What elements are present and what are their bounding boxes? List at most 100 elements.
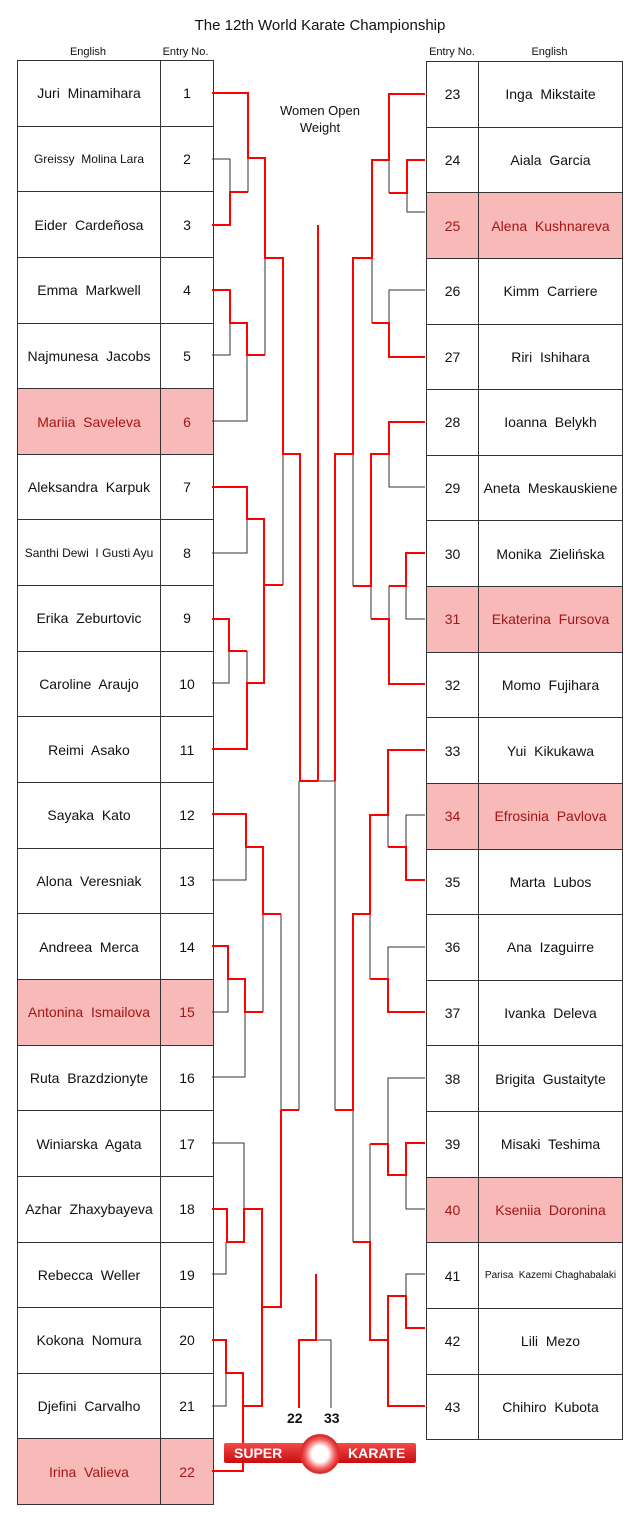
entry-number: 13 — [179, 873, 195, 889]
athlete-name: Brigita Gustaityte — [495, 1070, 606, 1087]
athlete-name: Aleksandra Karpuk — [18, 454, 161, 520]
athlete-name: Winiarska Agata — [18, 1111, 161, 1176]
entry-number: 43 — [427, 1374, 479, 1440]
entry-row: Reimi Asako 11 — [18, 717, 213, 784]
athlete-name: Greissy Molina Lara — [18, 126, 161, 192]
athlete-name: Aiala Garcia — [510, 151, 591, 168]
entry-number: 15 — [161, 979, 213, 1045]
event-line2: Weight — [299, 120, 341, 135]
right-english-header: English — [531, 46, 568, 58]
final-right-label: 33 — [324, 1410, 340, 1426]
entry-row: 28 Ioanna Belykh — [427, 390, 622, 456]
entry-number: 1 — [183, 85, 191, 102]
entry-row: Greissy Molina Lara 2 — [18, 126, 213, 193]
athlete-name: Kokona Nomura — [18, 1308, 161, 1373]
right-entry-header: Entry No. — [429, 46, 475, 58]
entry-number: 18 — [179, 1201, 195, 1218]
athlete-name: Alena Kushnareva — [479, 193, 622, 258]
athlete-name: Erika Zeburtovic — [18, 586, 161, 651]
entry-number: 25 — [427, 193, 479, 258]
athlete-name: Chihiro Kubota — [502, 1398, 599, 1415]
logo-word-right: KARATE — [348, 1445, 406, 1461]
athlete-name: Andreea Merca — [18, 914, 161, 979]
athlete-name: Irina Valieva — [18, 1439, 161, 1505]
entry-number: 37 — [427, 980, 479, 1046]
page-title: The 12th World Karate Championship — [194, 17, 446, 34]
entry-number: 16 — [179, 1069, 195, 1086]
entry-number: 11 — [179, 741, 195, 758]
entry-number: 35 — [427, 849, 479, 915]
athlete-name: Parisa Kazemi Chaghabalaki — [484, 1270, 617, 1282]
entry-number: 24 — [427, 127, 479, 193]
entry-number: 14 — [179, 938, 195, 955]
entry-row: Ruta Brazdzionyte 16 — [18, 1045, 213, 1112]
entry-number: 12 — [179, 807, 195, 824]
loser-lines — [212, 158, 425, 1408]
athlete-name: Kseniia Doronina — [479, 1177, 622, 1243]
entry-number: 21 — [179, 1398, 195, 1415]
athlete-name: Efrosinia Pavlova — [479, 783, 622, 849]
athlete-name: Ioanna Belykh — [504, 414, 597, 431]
entry-row: 43 Chihiro Kubota — [427, 1374, 622, 1441]
athlete-name: Rebecca Weller — [18, 1242, 161, 1308]
event-line1: Women Open — [280, 103, 360, 118]
athlete-name: Ana Izaguirre — [506, 939, 595, 956]
fist-icon — [300, 1434, 340, 1474]
entry-number: 28 — [427, 390, 479, 455]
entry-number: 29 — [427, 455, 479, 521]
athlete-name: Kimm Carriere — [503, 283, 598, 300]
entry-number: 10 — [179, 676, 195, 693]
entry-number: 36 — [427, 915, 479, 980]
athlete-name: Ruta Brazdzionyte — [18, 1045, 161, 1111]
entry-row: Eider Cardeñosa 3 — [18, 192, 213, 258]
athlete-name: Marta Lubos — [509, 873, 592, 890]
athlete-name: Momo Fujihara — [501, 676, 600, 693]
entry-number: 6 — [161, 389, 213, 454]
athlete-name: Alona Veresniak — [18, 848, 161, 914]
entry-number: 38 — [427, 1046, 479, 1111]
athlete-name: Caroline Araujo — [18, 651, 161, 717]
athlete-name: Aneta Meskauskiene — [483, 480, 618, 497]
athlete-name: Inga Mikstaite — [505, 86, 596, 103]
logo-word-left: SUPER — [234, 1445, 283, 1461]
super-karate-logo: SUPER KARATE — [224, 1434, 416, 1474]
entry-number: 2 — [183, 150, 191, 167]
entry-row: Alona Veresniak 13 — [18, 848, 213, 915]
entry-number: 39 — [427, 1112, 479, 1177]
winner-lines — [212, 92, 425, 1472]
final-left-label: 22 — [287, 1410, 303, 1426]
athlete-name: Eider Cardeñosa — [18, 192, 161, 257]
entry-number: 8 — [183, 544, 191, 561]
athlete-name: Riri Ishihara — [511, 348, 590, 365]
athlete-name: Lili Mezo — [520, 1333, 581, 1350]
entry-number: 23 — [427, 62, 479, 127]
entry-number: 3 — [183, 216, 191, 233]
athlete-name: Reimi Asako — [18, 717, 161, 783]
entry-row: 38 Brigita Gustaityte — [427, 1046, 622, 1112]
